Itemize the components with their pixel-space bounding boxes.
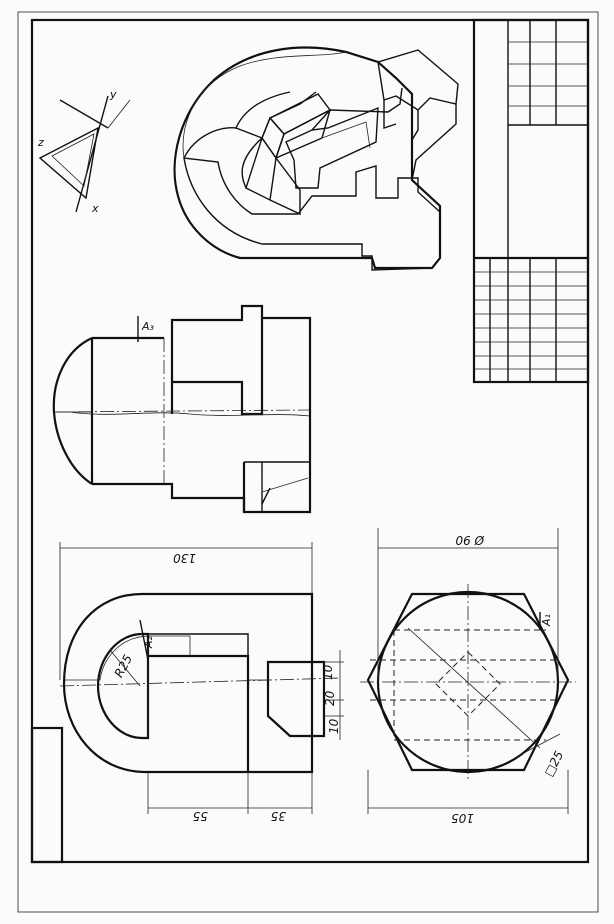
dim-square-25: □25 [541,749,566,779]
section-label-a1: A₁ [540,614,553,627]
isometric-view [173,46,459,271]
axis-x-label: x [91,202,99,215]
dim-10-top: 10 [321,664,335,680]
axonometric-axes: y z x [37,88,131,215]
dim-10-bottom: 10 [327,718,341,734]
axis-y-label: y [109,88,117,101]
drawing-frame [30,18,590,864]
front-view: A₃ [52,304,312,514]
side-view-hexagon: A₁ Ø 90 105 □25 [360,528,576,825]
dim-130: 130 [173,551,196,565]
dim-diameter-90: Ø 90 [455,533,485,547]
section-label-a2: A₂ [142,635,155,649]
title-block [472,18,590,384]
dim-55: 55 [193,809,208,823]
stamp-box [30,726,64,864]
sheet-edge [17,11,599,913]
dim-105: 105 [451,811,474,825]
dim-35: 35 [271,809,286,823]
axis-z-label: z [37,136,44,149]
bottom-view: A₂ 130 R25 55 35 10 20 10 [59,542,344,823]
dim-20: 20 [323,690,337,706]
section-label-a3: A₃ [141,320,155,333]
